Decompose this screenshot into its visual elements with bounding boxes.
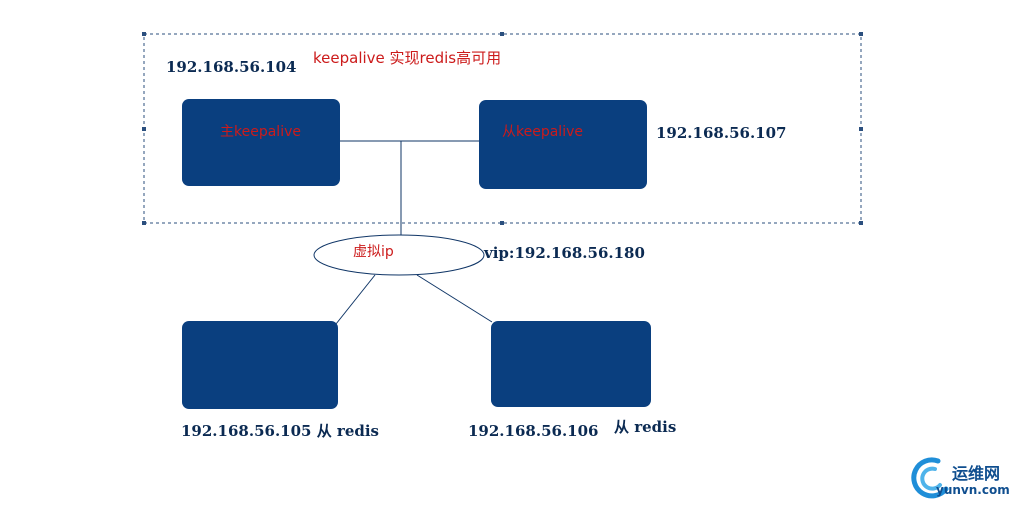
yunvn-logo-icon xyxy=(911,457,949,499)
group-border-handles xyxy=(142,32,863,225)
diagram-title: keepalive 实现redis高可用 xyxy=(313,49,502,67)
vip-address-label: vip:192.168.56.180 xyxy=(484,244,645,262)
redis-right-ip-label: 192.168.56.106 xyxy=(468,422,599,440)
master-keepalive-label: 主keepalive xyxy=(220,124,301,140)
master-keepalive-node xyxy=(182,99,340,186)
redis-left-link xyxy=(335,274,376,325)
redis-right-role-label: 从 redis xyxy=(614,418,677,436)
master-ip-label: 192.168.56.104 xyxy=(166,58,297,76)
redis-right-link xyxy=(416,274,493,323)
virtual-ip-label: 虚拟ip xyxy=(353,244,394,260)
watermark-domain: yunvn.com xyxy=(936,483,1010,497)
slave-ip-label: 192.168.56.107 xyxy=(656,124,787,142)
redis-left-node xyxy=(182,321,338,409)
watermark-name: 运维网 xyxy=(952,464,1001,483)
slave-keepalive-label: 从keepalive xyxy=(502,124,583,140)
virtual-ip-ellipse xyxy=(313,234,485,276)
slave-keepalive-node xyxy=(479,100,647,189)
redis-left-label: 192.168.56.105 从 redis xyxy=(181,422,379,440)
redis-right-node xyxy=(491,321,651,407)
